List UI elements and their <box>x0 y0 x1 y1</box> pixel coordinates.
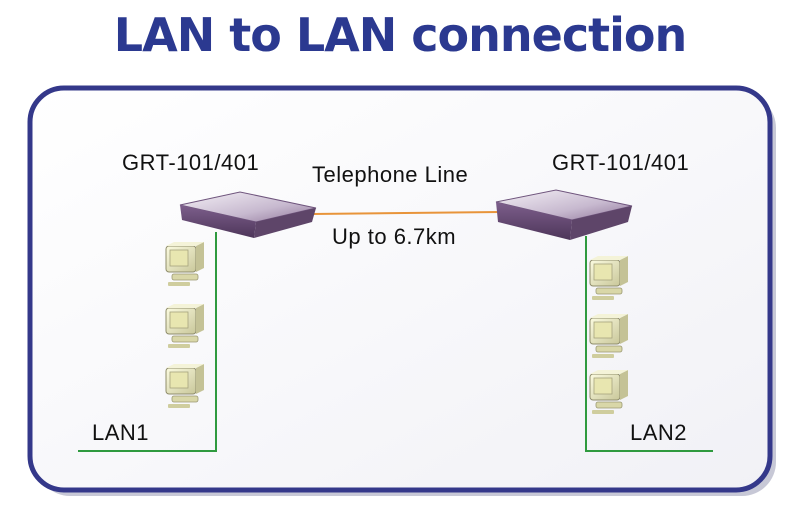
distance-label: Up to 6.7km <box>332 224 457 249</box>
lan2-computer-1-icon <box>589 256 628 300</box>
left-router-model-label: GRT-101/401 <box>122 150 260 175</box>
lan2-label: LAN2 <box>630 420 688 445</box>
lan2-computer-2-icon <box>589 314 628 358</box>
telephone-line-label: Telephone Line <box>312 162 469 187</box>
router-right-icon <box>495 189 633 240</box>
lan1-computer-3-icon <box>165 364 204 408</box>
diagram-title: LAN to LAN connection <box>113 8 687 62</box>
right-router-model-label: GRT-101/401 <box>552 150 690 175</box>
lan1-computer-1-icon <box>165 242 204 286</box>
lan1-computer-2-icon <box>165 304 204 348</box>
lan2-cable <box>585 236 713 452</box>
lan2-computer-3-icon <box>589 370 628 414</box>
telephone-line <box>311 211 501 215</box>
router-left-icon <box>179 191 317 238</box>
lan1-cable <box>78 232 217 452</box>
lan1-label: LAN1 <box>92 420 150 445</box>
